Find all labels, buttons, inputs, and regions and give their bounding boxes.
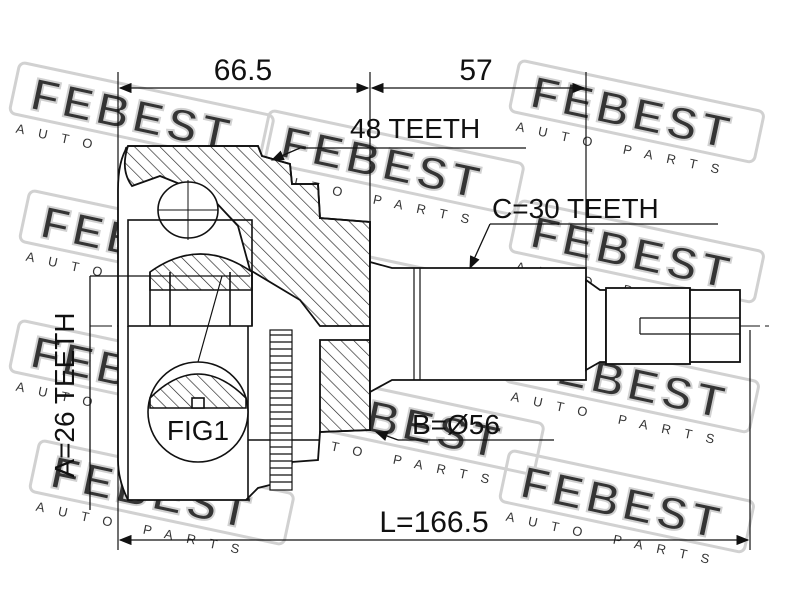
dim-label-shaft-length: 57	[459, 54, 492, 87]
label-outer-teeth: 48 TEETH	[350, 113, 480, 144]
label-seal-diameter: B=Ø56	[412, 409, 500, 440]
abs-ring	[269, 329, 293, 491]
label-fig1: FIG1	[167, 415, 229, 446]
shaft	[369, 260, 741, 394]
watermark-logo: FEBEST AUTO PARTS	[508, 59, 765, 180]
dim-label-total-length: L=166.5	[379, 506, 488, 539]
label-shaft-teeth: C=30 TEETH	[492, 193, 659, 224]
fig1-detail	[147, 275, 249, 463]
ball-cage	[90, 180, 253, 327]
dim-label-outer-width: 66.5	[214, 54, 272, 87]
leader-lines	[89, 147, 718, 510]
top-dimension-lines	[118, 82, 750, 546]
label-inner-teeth: A=26 TEETH	[49, 312, 80, 477]
watermark-logo: FEBEST AUTO PARTS	[498, 449, 755, 570]
